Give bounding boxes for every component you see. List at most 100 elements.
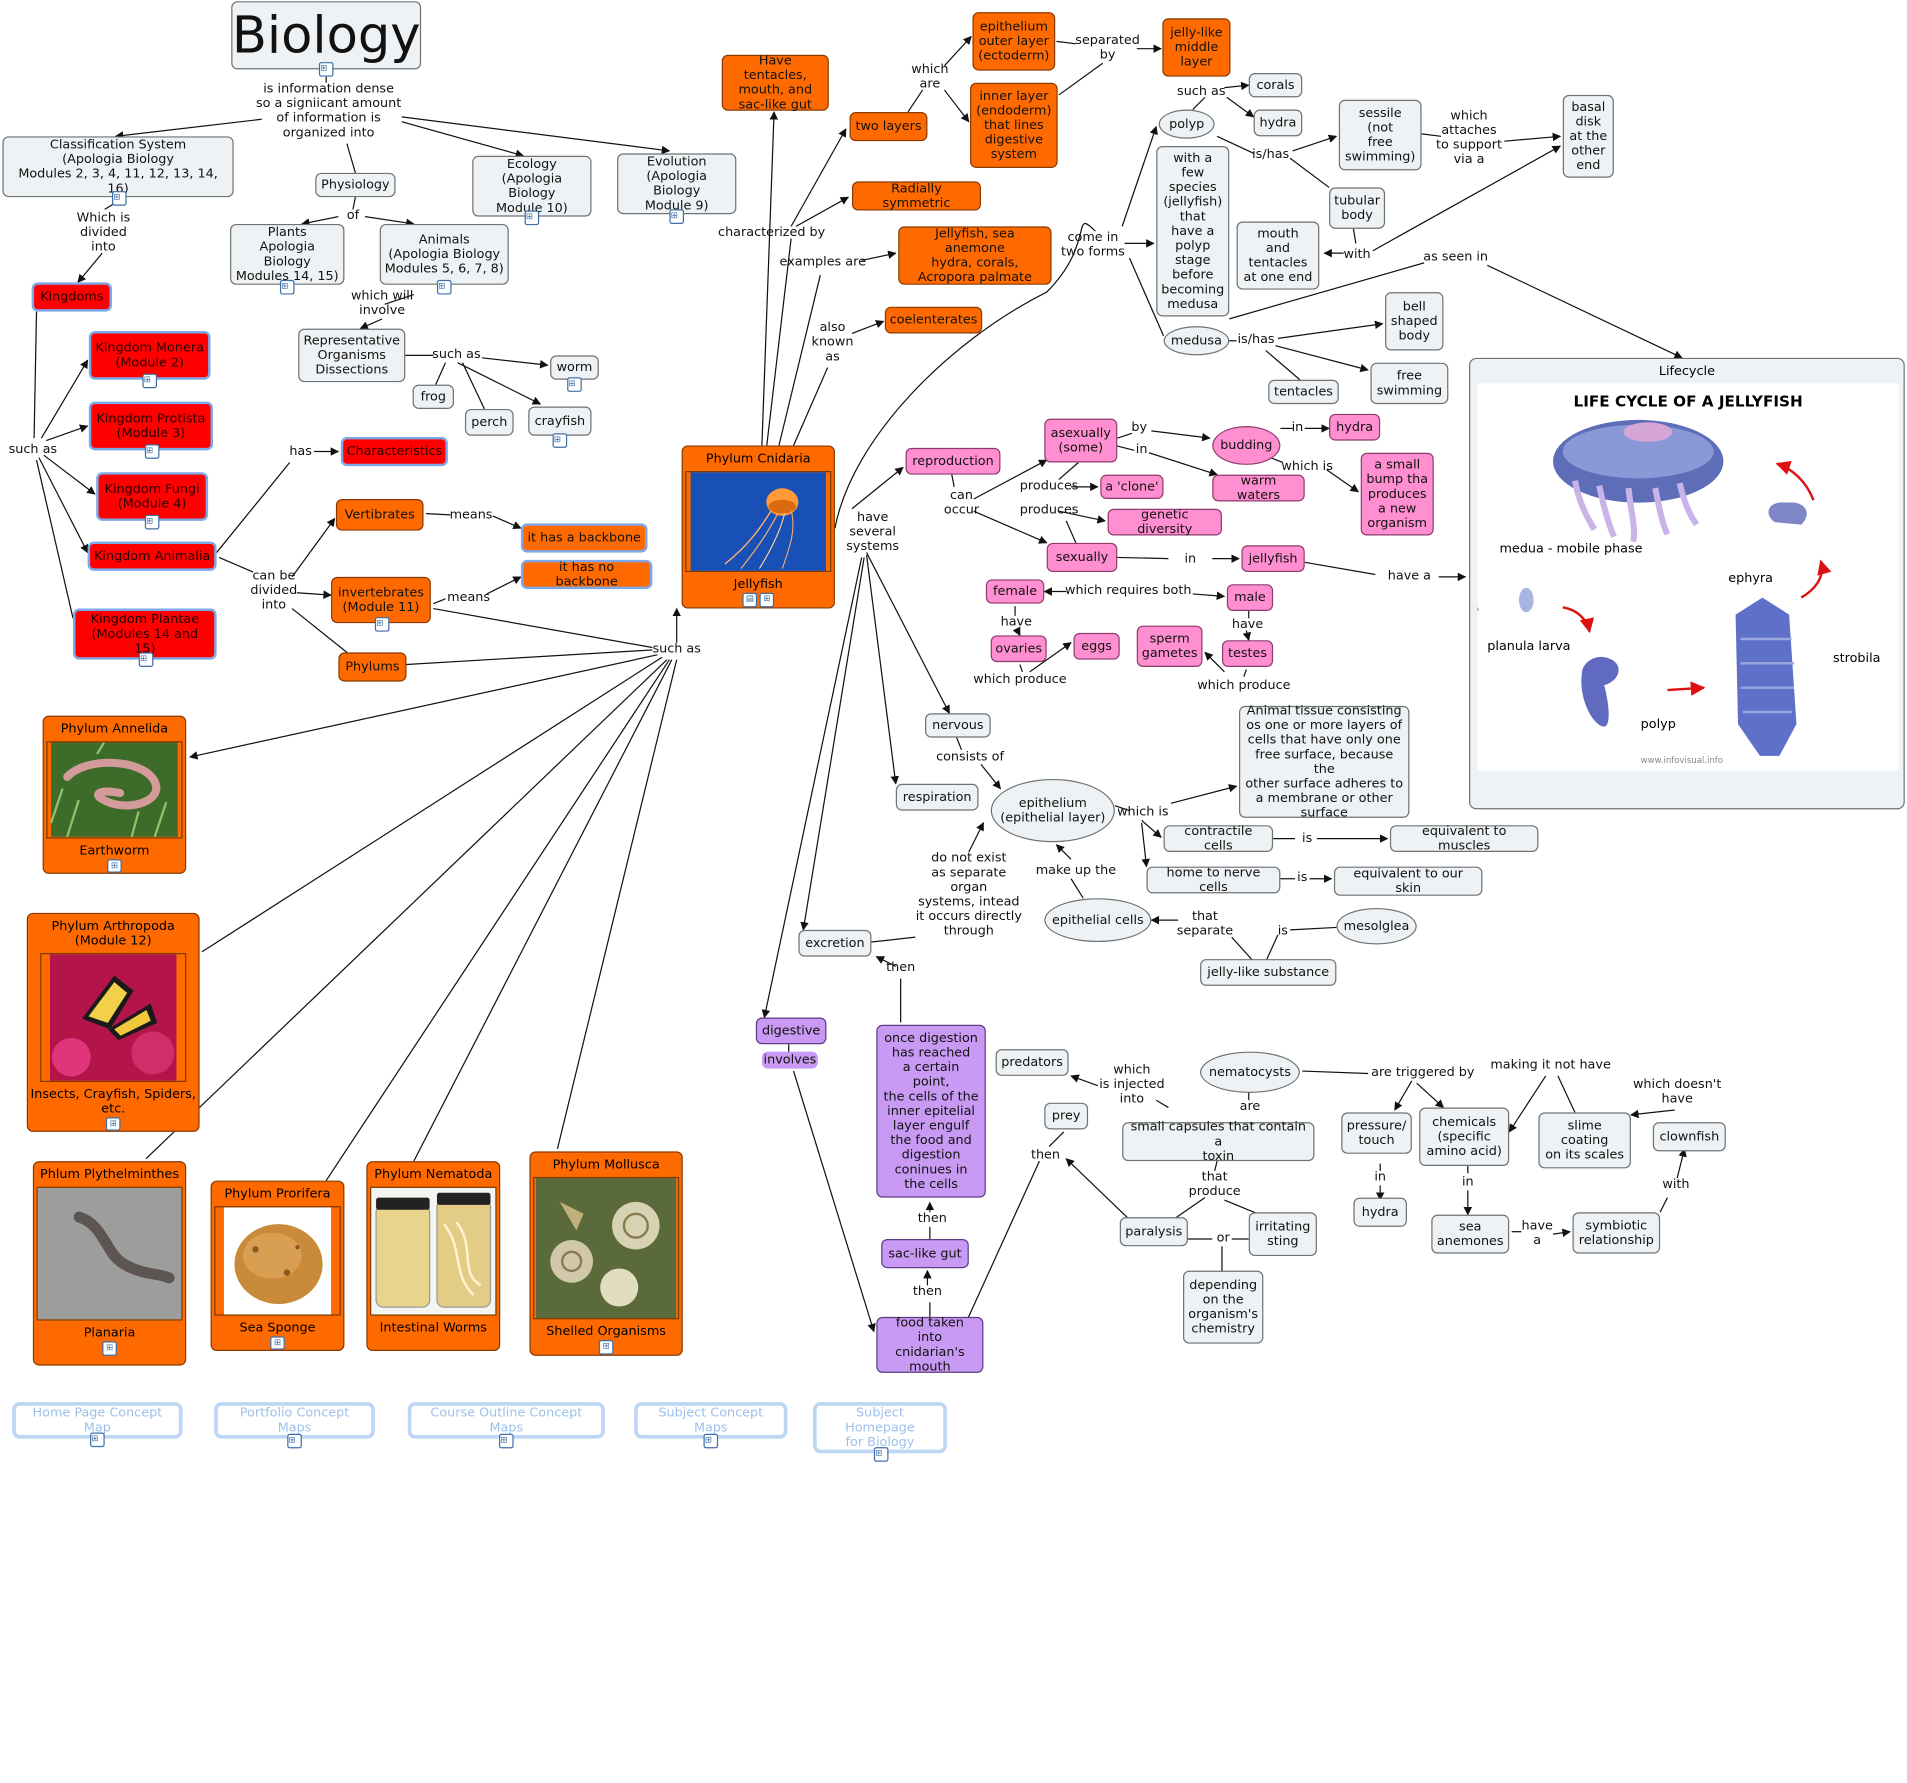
radially-symmetric-node[interactable]: Radially symmetric — [851, 181, 981, 211]
worm-node[interactable]: worm — [550, 355, 599, 380]
concept-map-icon[interactable]: ⊞ — [102, 1341, 117, 1356]
document-icon[interactable]: ▤ — [742, 592, 758, 608]
small-capsules-node[interactable]: small capsules that contain a toxin — [1122, 1120, 1315, 1164]
frog-node[interactable]: frog — [412, 384, 454, 409]
kingdom-monera-node[interactable]: Kingdom Monera (Module 2) — [88, 331, 211, 380]
few-species-node[interactable]: with a few species (jellyfish) that have… — [1156, 146, 1230, 317]
home-nerve-cells-node[interactable]: home to nerve cells — [1146, 865, 1281, 895]
nematocysts-node[interactable]: nematocysts — [1200, 1051, 1300, 1093]
epithelium-outer-node[interactable]: epithelium outer layer (ectoderm) — [972, 12, 1056, 71]
sexually-node[interactable]: sexually — [1046, 542, 1118, 573]
concept-map-icon[interactable]: ⊞ — [318, 62, 334, 77]
concept-map-icon[interactable]: ⊞ — [144, 444, 160, 459]
warm-waters-node[interactable]: warm waters — [1212, 473, 1305, 503]
concept-map-icon[interactable]: ⊞ — [279, 279, 295, 295]
jelly-substance-node[interactable]: jelly-like substance — [1200, 959, 1337, 986]
phylums-node[interactable]: Phylums — [338, 652, 407, 682]
symbiotic-node[interactable]: symbiotic relationship — [1572, 1212, 1661, 1254]
coelenterates-node[interactable]: coelenterates — [884, 306, 983, 334]
concept-map-icon[interactable]: ⊞ — [567, 377, 582, 392]
mesolglea-node[interactable]: mesolglea — [1336, 907, 1417, 945]
kingdom-protista-node[interactable]: Kingdom Protista (Module 3) — [88, 401, 213, 451]
polyp-node[interactable]: polyp — [1158, 109, 1215, 139]
mouth-tentacles-node[interactable]: mouth and tentacles at one end — [1236, 221, 1320, 290]
vertibrates-node[interactable]: Vertibrates — [335, 499, 424, 531]
concept-map-icon[interactable]: ⊞ — [105, 1117, 121, 1131]
concept-map-icon[interactable]: ⊞ — [759, 592, 775, 608]
concept-map-icon[interactable]: ⊞ — [90, 1432, 105, 1448]
concept-map-icon[interactable]: ⊞ — [270, 1336, 285, 1350]
kingdom-animalia-node[interactable]: Kingdom Animalia — [87, 541, 217, 571]
tentacles-gut-node[interactable]: Have tentacles, mouth, and sac-like gut — [721, 54, 829, 112]
testes-node[interactable]: testes — [1221, 640, 1274, 667]
invertebrates-node[interactable]: invertebrates (Module 11) — [331, 576, 431, 624]
budding-node[interactable]: budding — [1212, 425, 1281, 465]
female-node[interactable]: female — [985, 579, 1045, 604]
hydra-pink-node[interactable]: hydra — [1329, 413, 1381, 441]
concept-map-icon[interactable]: ⊞ — [703, 1433, 719, 1449]
basal-disk-node[interactable]: basal disk at the other end — [1562, 94, 1614, 178]
concept-map-icon[interactable]: ⊞ — [873, 1447, 889, 1462]
ovaries-node[interactable]: ovaries — [990, 635, 1047, 663]
depending-node[interactable]: depending on the organism's chemistry — [1183, 1270, 1264, 1344]
physiology-node[interactable]: Physiology — [315, 172, 396, 198]
sperm-gametes-node[interactable]: sperm gametes — [1136, 625, 1203, 667]
predators-node[interactable]: predators — [995, 1049, 1069, 1076]
reproduction-node[interactable]: reproduction — [905, 447, 1001, 475]
inner-layer-node[interactable]: inner layer (endoderm) that lines digest… — [970, 82, 1058, 168]
kingdom-fungi-node[interactable]: Kingdom Fungi (Module 4) — [96, 472, 209, 521]
chemicals-node[interactable]: chemicals (specific amino acid) — [1419, 1107, 1510, 1166]
two-layers-node[interactable]: two layers — [849, 111, 928, 142]
hydra-bottom-node[interactable]: hydra — [1353, 1197, 1407, 1227]
respiration-node[interactable]: respiration — [895, 783, 979, 811]
ecology-node[interactable]: Ecology (Apologia Biology Module 10) — [472, 155, 592, 217]
phylum-nematoda-card[interactable]: Phylum Nematoda Intestinal Worms — [366, 1161, 501, 1351]
excretion-node[interactable]: excretion — [798, 929, 872, 957]
kingdom-plantae-node[interactable]: Kingdom Plantae (Modules 14 and 15) — [73, 608, 217, 660]
concept-map-icon[interactable]: ⊞ — [107, 858, 122, 873]
kingdoms-node[interactable]: Kingdoms — [31, 282, 112, 312]
paralysis-node[interactable]: paralysis — [1119, 1217, 1188, 1247]
male-node[interactable]: male — [1226, 584, 1274, 611]
slime-coating-node[interactable]: slime coating on its scales — [1538, 1112, 1631, 1169]
medusa-node[interactable]: medusa — [1163, 326, 1230, 356]
page-title[interactable]: Biology — [231, 1, 422, 70]
eggs-node[interactable]: eggs — [1073, 632, 1120, 660]
concept-map-icon[interactable]: ⊞ — [144, 514, 160, 530]
concept-map-icon[interactable]: ⊞ — [598, 1340, 614, 1355]
a-clone-node[interactable]: a 'clone' — [1100, 474, 1164, 500]
asexually-node[interactable]: asexually (some) — [1044, 418, 1118, 463]
concept-map-icon[interactable]: ⊞ — [524, 210, 540, 226]
subject-homepage-link[interactable]: Subject Homepage for Biology — [813, 1402, 947, 1454]
concept-map-icon[interactable]: ⊞ — [552, 433, 568, 448]
equivalent-skin-node[interactable]: equivalent to our skin — [1333, 866, 1483, 896]
lifecycle-panel[interactable]: Lifecycle LIFE CYCLE OF A JELLYFISH medu… — [1469, 357, 1905, 810]
nervous-node[interactable]: nervous — [924, 713, 991, 738]
concept-map-icon[interactable]: ⊞ — [374, 617, 390, 632]
tentacles-node[interactable]: tentacles — [1268, 379, 1339, 405]
small-bump-node[interactable]: a small bump tha produces a new organism — [1360, 452, 1434, 536]
evolution-node[interactable]: Evolution (Apologia Biology Module 9) — [617, 153, 737, 215]
concept-map-icon[interactable]: ⊞ — [138, 652, 154, 667]
crayfish-node[interactable]: crayfish — [528, 406, 592, 436]
sea-anemones-node[interactable]: sea anemones — [1431, 1214, 1510, 1254]
irritating-sting-node[interactable]: irritating sting — [1248, 1212, 1317, 1257]
bell-shaped-node[interactable]: bell shaped body — [1385, 292, 1444, 351]
concept-map-icon[interactable]: ⊞ — [111, 191, 127, 206]
phylum-plythelminthes-card[interactable]: Phlum Plythelminthes Planaria ⊞ — [32, 1161, 187, 1366]
jellyfish-pink-node[interactable]: jellyfish — [1241, 545, 1305, 573]
home-page-concept-map-link[interactable]: Home Page Concept Map — [12, 1402, 183, 1439]
phylum-cnidaria-card[interactable]: Phylum Cnidaria Jellyfish ▤⊞ — [681, 445, 835, 609]
concept-map-icon[interactable]: ⊞ — [669, 209, 685, 224]
epithelial-cells-node[interactable]: epithelial cells — [1044, 898, 1152, 943]
genetic-diversity-node[interactable]: genetic diversity — [1107, 508, 1222, 537]
epithelium-node[interactable]: epithelium (epithelial layer) — [990, 778, 1115, 843]
tubular-body-node[interactable]: tubular body — [1329, 187, 1386, 229]
perch-node[interactable]: perch — [464, 408, 514, 436]
sessile-node[interactable]: sessile (not free swimming) — [1338, 99, 1422, 171]
corals-node[interactable]: corals — [1248, 73, 1303, 98]
hydra-top-node[interactable]: hydra — [1253, 109, 1303, 137]
phylum-prorifera-card[interactable]: Phylum Prorifera Sea Sponge ⊞ — [210, 1180, 345, 1351]
no-backbone-node[interactable]: it has no backbone — [520, 559, 653, 590]
jelly-middle-node[interactable]: jelly-like middle layer — [1162, 18, 1231, 77]
